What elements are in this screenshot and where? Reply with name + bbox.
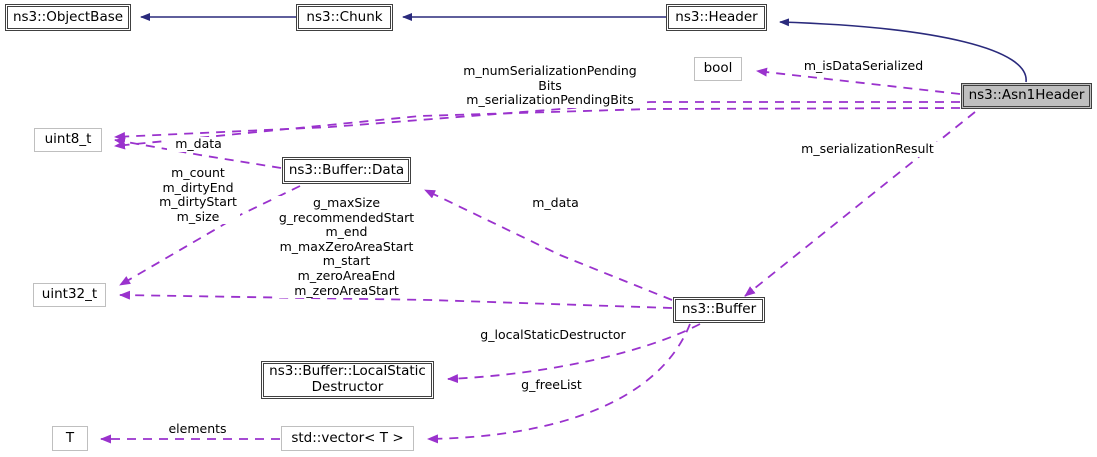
edge-label-m-isdataserialized: m_isDataSerialized — [797, 58, 930, 74]
node-uint8-t[interactable]: uint8_t — [34, 128, 102, 152]
node-ns3-objectbase[interactable]: ns3::ObjectBase — [5, 4, 131, 31]
node-ns3-buffer[interactable]: ns3::Buffer — [673, 297, 765, 323]
edge-label-m-serializationresult: m_serializationResult — [793, 141, 942, 157]
node-ns3-buffer-data[interactable]: ns3::Buffer::Data — [282, 157, 411, 184]
edge-label-buffer-size-fields: g_maxSize g_recommendedStart m_end m_max… — [275, 195, 418, 299]
node-ns3-chunk[interactable]: ns3::Chunk — [296, 4, 393, 31]
edge-label-g-freelist: g_freeList — [514, 377, 589, 393]
node-ns3-asn1header[interactable]: ns3::Asn1Header — [961, 83, 1092, 109]
node-t[interactable]: T — [52, 426, 88, 451]
edge-label-elements: elements — [163, 421, 232, 437]
node-ns3-header[interactable]: ns3::Header — [666, 4, 767, 31]
edge-asn1header-to-bool — [756, 67, 961, 95]
node-bool[interactable]: bool — [694, 57, 742, 81]
node-ns3-buffer-localstaticdestructor[interactable]: ns3::Buffer::LocalStatic Destructor — [261, 361, 434, 399]
edge-asn1header-to-buffer — [744, 111, 976, 297]
edge-label-buffer-data-counts: m_count m_dirtyEnd m_dirtyStart m_size — [156, 165, 240, 225]
node-uint32-t[interactable]: uint32_t — [33, 283, 106, 307]
edge-label-m-data-mid: m_data — [524, 195, 587, 211]
edge-label-serialization-pending-bits: m_numSerializationPending Bits m_seriali… — [455, 63, 645, 108]
edge-label-m-data-top: m_data — [167, 136, 230, 152]
edge-label-g-localstaticdestructor: g_localStaticDestructor — [476, 327, 630, 343]
node-std-vector-t[interactable]: std::vector< T > — [281, 426, 414, 451]
